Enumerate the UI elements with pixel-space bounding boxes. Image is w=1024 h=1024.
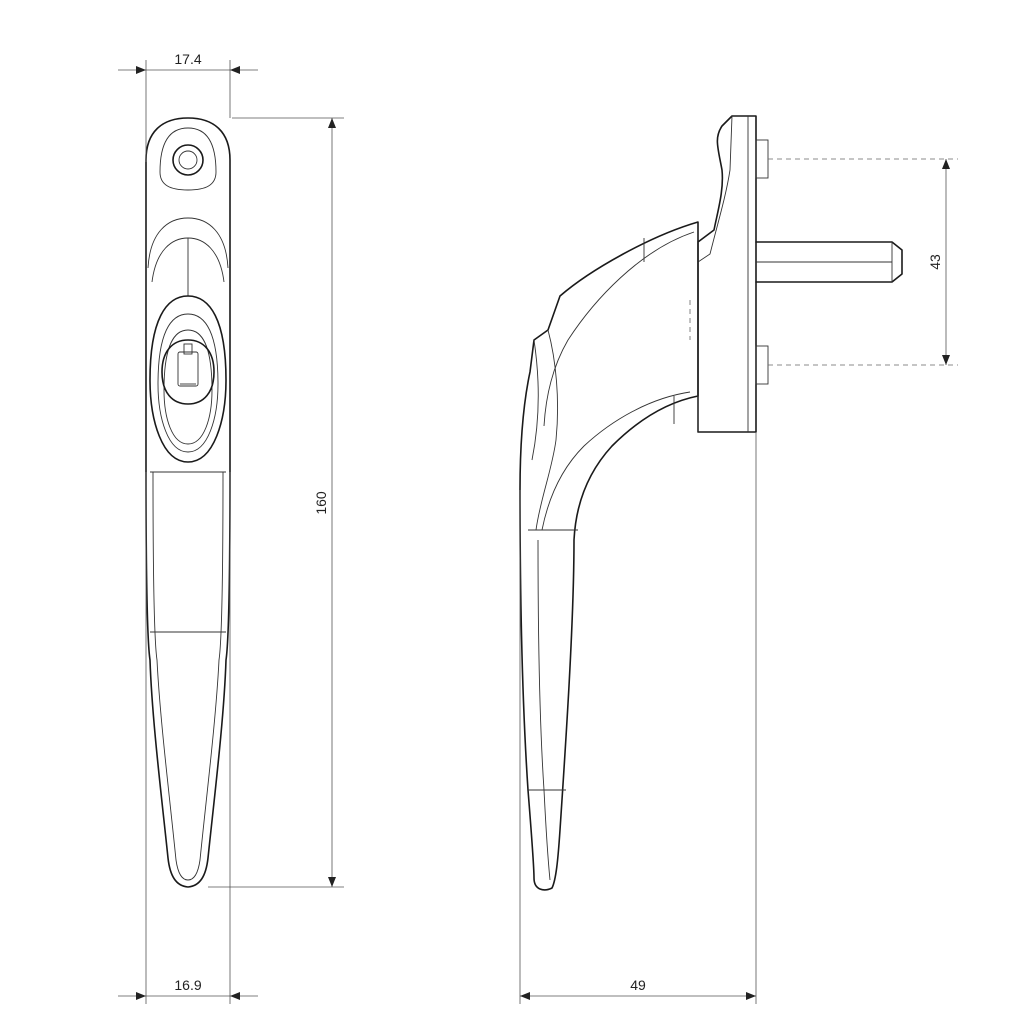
spindle — [755, 241, 903, 283]
front-inner-left — [152, 471, 189, 881]
side-backplate — [697, 115, 757, 433]
dim-bottom-width: 16.9 — [174, 977, 201, 993]
side-view — [519, 115, 903, 891]
front-top-boss — [159, 127, 217, 191]
dim-depth: 49 — [630, 977, 646, 993]
lock-escutcheon — [149, 295, 227, 463]
dim-height: 160 — [313, 491, 329, 515]
key-cylinder-icon — [161, 339, 215, 405]
dim-spindle-spacing: 43 — [927, 254, 943, 270]
front-inner-right — [187, 471, 224, 881]
dim-top-width: 17.4 — [174, 51, 201, 67]
lower-fixing-boss — [755, 345, 769, 385]
upper-fixing-boss — [755, 139, 769, 179]
front-view — [145, 117, 231, 888]
front-neck — [147, 217, 229, 269]
front-handle-outline — [145, 117, 231, 888]
side-neck-curve — [543, 231, 695, 427]
screw-hole-icon — [172, 144, 204, 176]
side-handle-outline — [519, 221, 699, 891]
dimension-lines: 17.4 160 16.9 43 49 — [118, 51, 958, 1004]
